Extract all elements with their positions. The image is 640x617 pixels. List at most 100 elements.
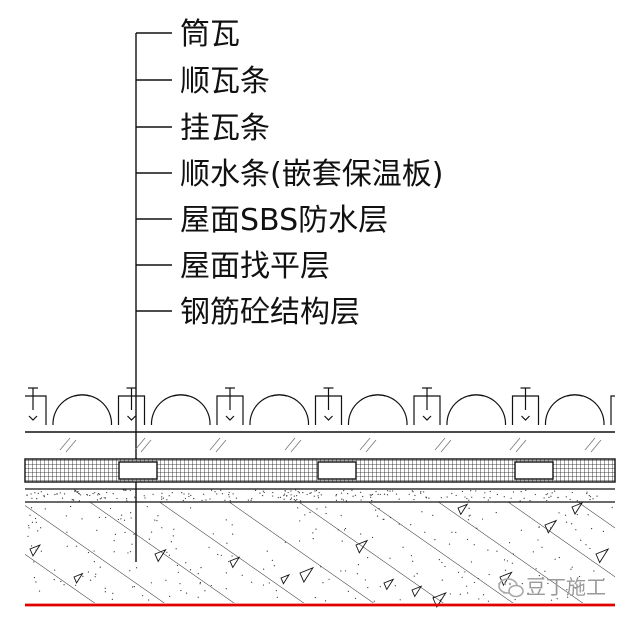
concrete-dot <box>600 593 602 595</box>
concrete-dot <box>378 508 380 510</box>
concrete-dot <box>150 531 153 533</box>
concrete-dot <box>304 514 306 516</box>
leveling-dot <box>423 491 425 493</box>
concrete-dot <box>111 598 113 600</box>
concrete-dot <box>565 521 568 523</box>
leveling-dot <box>193 497 195 500</box>
concrete-dot <box>135 554 137 556</box>
leveling-dot <box>293 498 295 501</box>
leveling-dot <box>425 497 428 499</box>
concrete-dot <box>200 567 202 569</box>
concrete-dot <box>464 571 466 573</box>
concrete-dot <box>197 596 199 598</box>
leveling-dot <box>161 492 163 494</box>
concrete-dot <box>75 545 78 547</box>
concrete-dot <box>197 573 199 575</box>
concrete-dot <box>34 517 37 520</box>
concrete-dot <box>170 541 172 543</box>
leveling-dot <box>592 498 594 500</box>
concrete-dot <box>37 530 39 532</box>
concrete-dot <box>28 527 30 529</box>
concrete-dot <box>53 579 55 581</box>
concrete-dot <box>189 569 192 571</box>
concrete-dot <box>129 551 132 553</box>
leveling-dot <box>129 489 131 492</box>
concrete-dot <box>410 555 413 557</box>
concrete-dot <box>477 577 479 580</box>
concrete-dot <box>225 572 227 574</box>
concrete-dot <box>312 538 314 540</box>
counter-batten-3 <box>514 461 554 480</box>
leveling-dot <box>251 498 253 500</box>
leveling-dot <box>351 489 353 491</box>
label-sbs-waterproof: 屋面SBS防水层 <box>180 203 388 238</box>
concrete-dot <box>576 513 578 516</box>
concrete-dot <box>558 556 560 559</box>
leveling-dot <box>168 495 170 497</box>
concrete-dot <box>473 544 475 546</box>
concrete-dot <box>130 517 132 519</box>
concrete-dot <box>161 527 163 529</box>
concrete-dot <box>535 568 537 570</box>
concrete-dot <box>487 549 489 551</box>
concrete-dot <box>466 585 468 587</box>
leveling-dot <box>545 493 547 496</box>
leveling-dot <box>103 497 105 499</box>
leveling-dot <box>47 493 49 495</box>
leveling-dot <box>295 500 297 502</box>
concrete-dot <box>467 519 470 521</box>
leveling-dot <box>37 492 39 495</box>
concrete-dot <box>542 577 544 579</box>
zone-mark <box>134 437 146 451</box>
concrete-dot <box>130 512 132 514</box>
concrete-dot <box>30 507 33 509</box>
concrete-dot <box>473 581 475 584</box>
leveling-dot <box>310 492 312 494</box>
leveling-dot <box>162 497 165 499</box>
concrete-dot <box>389 557 391 559</box>
leveling-dot <box>543 497 545 499</box>
leveling-dot <box>71 499 73 501</box>
leveling-dot <box>63 493 66 495</box>
concrete-dot <box>541 546 543 548</box>
concrete-dot <box>379 586 381 588</box>
concrete-dot <box>587 514 589 516</box>
leveling-dot <box>371 500 373 502</box>
leveling-dot <box>335 494 338 496</box>
concrete-dot <box>263 568 265 570</box>
tile-arc-right <box>52 394 91 426</box>
concrete-dot <box>314 596 316 599</box>
concrete-dot <box>35 581 37 583</box>
concrete-dot <box>120 518 122 520</box>
concrete-dot <box>438 559 440 561</box>
leveling-dot <box>134 496 136 498</box>
leveling-dot <box>369 494 371 496</box>
counter-batten-zone <box>59 437 602 453</box>
aggregate-triangle <box>411 585 423 598</box>
concrete-dot <box>271 559 273 561</box>
leveling-dot <box>589 496 592 498</box>
concrete-dot <box>602 530 605 533</box>
leveling-dot <box>377 493 379 495</box>
concrete-dot <box>87 571 89 573</box>
concrete-dot <box>27 535 29 537</box>
leveling-dot <box>31 497 33 499</box>
concrete-dot <box>495 511 497 514</box>
leveling-dot <box>184 497 187 500</box>
concrete-dot <box>340 570 342 572</box>
concrete-dot <box>558 512 560 514</box>
tile-arc-left <box>271 394 310 426</box>
leveling-dot <box>166 499 168 501</box>
concrete-dot <box>231 524 233 526</box>
tile-arc-right <box>544 394 583 426</box>
concrete-dot <box>571 566 573 568</box>
concrete-dot <box>33 577 36 579</box>
leveling-dot <box>411 490 413 492</box>
aggregate-triangle <box>595 548 610 564</box>
leveling-dot <box>392 490 394 492</box>
zone-mark <box>584 437 596 451</box>
concrete-dot <box>514 598 516 601</box>
concrete-dot <box>95 573 97 575</box>
concrete-dot <box>398 523 400 525</box>
